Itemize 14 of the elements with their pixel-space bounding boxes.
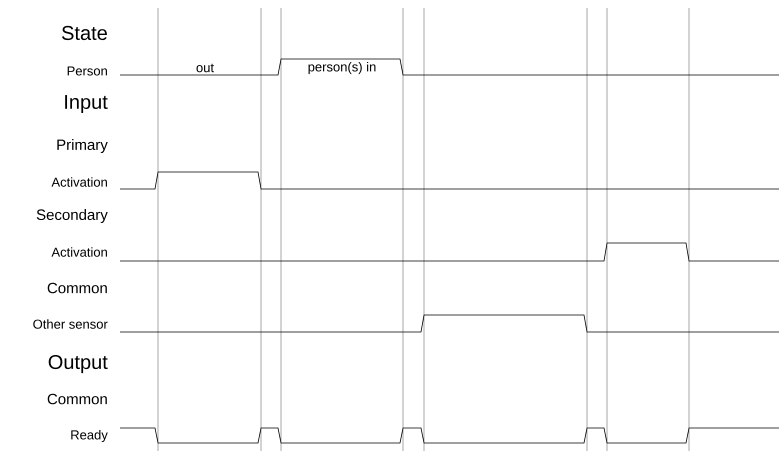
section-heading: State (62, 26, 107, 40)
state-label: out (196, 64, 214, 72)
signal-label: Person (68, 66, 107, 76)
signal-label: Ready (71, 430, 108, 442)
signal-label: Activation (51, 247, 107, 257)
signal-label: Activation (51, 177, 107, 187)
section-heading: Output (48, 354, 108, 374)
group-heading: Common (48, 282, 107, 294)
signal-label: Other sensor (33, 319, 108, 329)
state-label: person(s) in (308, 62, 376, 74)
group-heading: Common (48, 394, 107, 404)
section-heading: Input (65, 95, 108, 113)
group-heading: Primary (57, 139, 108, 153)
group-heading: Secondary (36, 209, 108, 223)
